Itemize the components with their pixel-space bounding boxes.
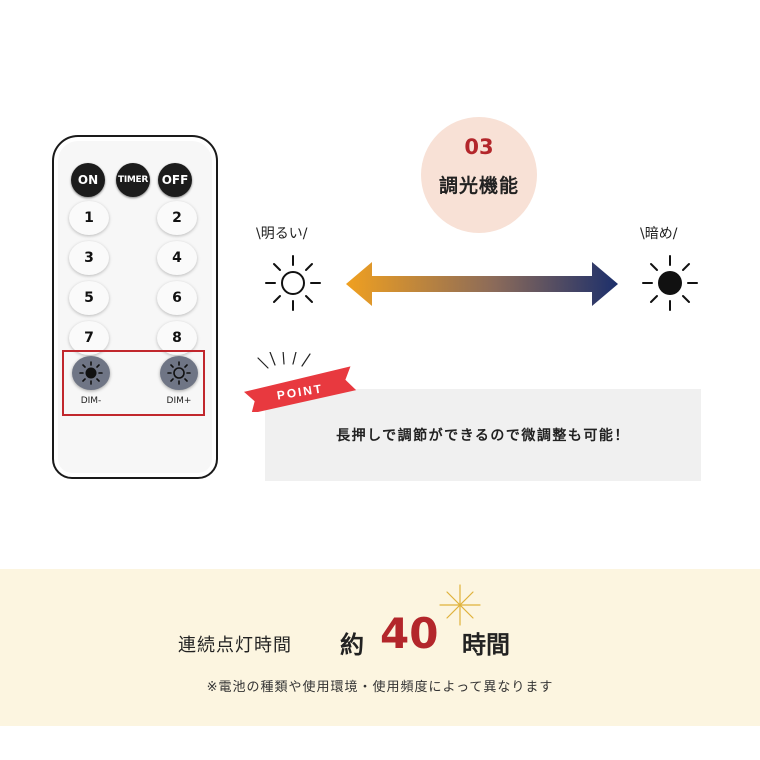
runtime-hours-number: 40 [380,609,439,658]
dim-plus-label: DIM+ [166,396,192,406]
number-button-8[interactable]: 8 [157,321,197,355]
runtime-band: 連続点灯時間 約 40 時間 ※電池の種類や使用環境・使用頻度によって異なります [0,569,760,726]
feature-number: 03 [464,135,494,159]
number-button-7[interactable]: 7 [69,321,109,355]
number-button-6[interactable]: 6 [157,281,197,315]
remote-control: ON TIMER OFF 1 2 3 4 5 6 7 8 DIM- [52,135,218,479]
number-button-5[interactable]: 5 [69,281,109,315]
bright-label: \明るい/ [256,226,308,242]
point-ribbon: POINT [243,352,357,412]
sun-bright-icon [265,255,321,311]
runtime-about: 約 [340,631,364,659]
dim-minus-button[interactable] [72,356,110,390]
number-button-3[interactable]: 3 [69,241,109,275]
off-button[interactable]: OFF [158,163,192,197]
runtime-label: 連続点灯時間 [178,635,292,656]
number-button-2[interactable]: 2 [157,201,197,235]
sun-filled-icon [79,361,103,385]
feature-badge: 03 調光機能 [421,117,537,233]
dim-buttons-highlight: DIM- DIM+ [62,350,205,416]
timer-button[interactable]: TIMER [116,163,150,197]
point-description-box: 長押しで調節ができるので微調整も可能！ [265,389,701,481]
dim-minus-label: DIM- [80,396,102,406]
feature-title: 調光機能 [438,175,519,197]
runtime-hours-unit: 時間 [462,631,510,659]
runtime-note: ※電池の種類や使用環境・使用頻度によって異なります [206,680,554,695]
number-button-1[interactable]: 1 [69,201,109,235]
dark-label: \暗め/ [640,226,678,242]
on-button[interactable]: ON [71,163,105,197]
sun-dark-icon [642,255,698,311]
sun-outline-icon [167,361,191,385]
point-description: 長押しで調節ができるので微調整も可能！ [336,428,630,444]
dim-plus-button[interactable] [160,356,198,390]
number-button-4[interactable]: 4 [157,241,197,275]
brightness-arrow [346,262,618,306]
sparkle-icon [439,584,481,626]
